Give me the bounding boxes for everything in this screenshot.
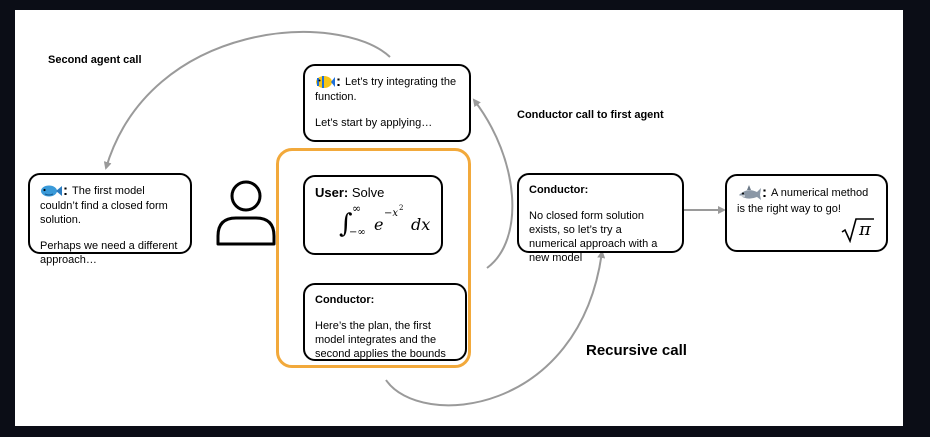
exponent-power: 2 [399,204,404,212]
conductor-plan-text: Here’s the plan, the first model integra… [315,320,446,360]
differential: dx [411,215,431,234]
conductor-call-first-agent-arrow [472,98,514,269]
first-agent-box: :Let’s try integrating the function. Let… [303,64,471,142]
fish-icon [41,185,62,197]
sqrt-sign [841,218,874,243]
conductor-call-first-agent-label: Conductor call to first agent [517,109,664,121]
conductor-group-outline [276,148,471,368]
integrand: e [374,215,384,234]
recursive-call-label: Recursive call [586,342,687,359]
user-person-icon [216,180,276,246]
exponent: −x [384,208,399,219]
second-agent-call-arrow [103,31,391,170]
recursive-call-arrow [385,250,606,407]
first-agent-line1: Let’s try integrating the function. [315,75,457,103]
user-text: Solve [351,185,385,200]
second-agent-box: :The first model couldn’t find a closed … [28,173,192,266]
shark-agent-box: :A numerical method is the right way to … [725,174,888,252]
second-agent-line1: The first model couldn’t find a closed f… [40,184,168,226]
conductor-new-title: Conductor: [529,184,589,196]
conductor-plan-title: Conductor: [315,294,375,306]
shark-agent-text: A numerical method is the right way to g… [737,186,869,215]
second-agent-call-label: Second agent call [48,54,142,66]
second-agent-line2: Perhaps we need a different approach… [40,240,178,266]
integral-sign: ∫ [339,209,353,239]
integral-upper: ∞ [352,202,362,215]
shark-icon [739,185,761,200]
user-title: User: [315,185,349,200]
conductor-new-model-box: Conductor: No closed form solution exist… [517,173,684,264]
conductor-new-text: No closed form solution exists, so let’s… [529,210,658,264]
user-box: User: Solve [303,175,443,255]
integral-lower: −∞ [349,227,366,238]
first-agent-line2: Let’s start by applying… [315,117,433,129]
tropical-fish-icon [316,76,335,88]
conductor-plan-box: Conductor: Here’s the plan, the first mo… [303,283,467,361]
sqrt-radicand: π [859,219,871,240]
